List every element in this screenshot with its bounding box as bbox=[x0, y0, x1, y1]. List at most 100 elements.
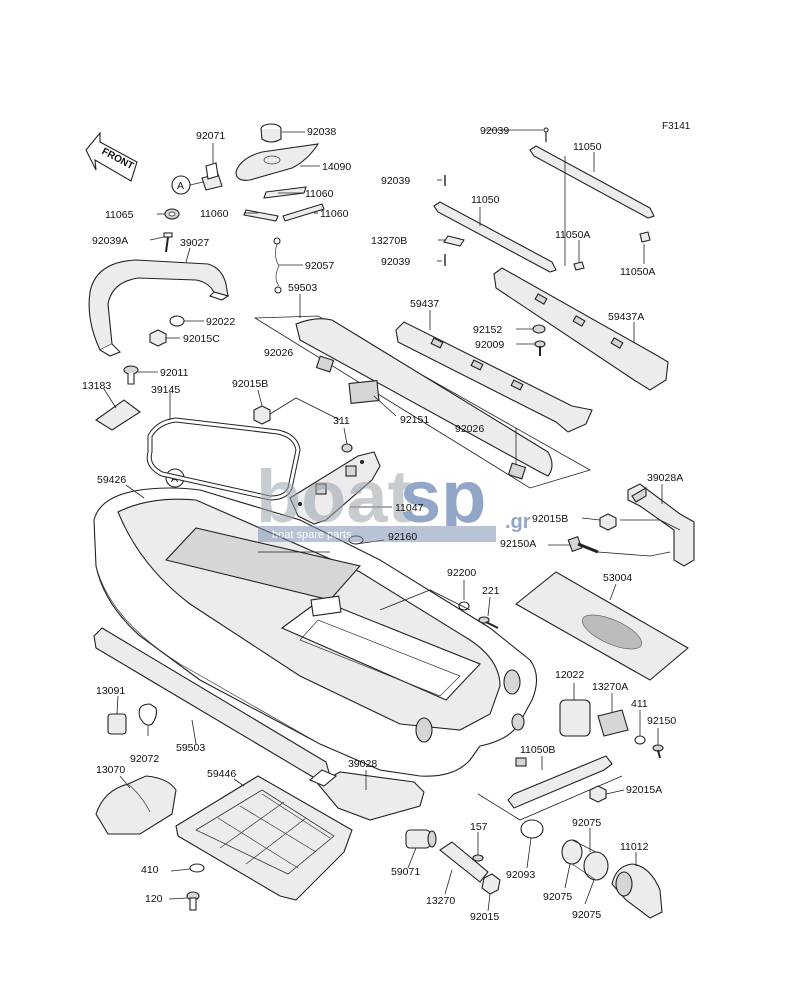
nut-part-92015a bbox=[589, 785, 607, 803]
bumper-part-39028 bbox=[308, 769, 425, 821]
part-label-120: 120 bbox=[145, 893, 163, 905]
clip-part-92072 bbox=[138, 703, 158, 726]
part-label-92071: 92071 bbox=[196, 130, 225, 142]
pin-part-a bbox=[163, 232, 173, 253]
part-label-59071: 59071 bbox=[391, 866, 420, 878]
washer-part-92022 bbox=[169, 315, 185, 327]
part-label-92038: 92038 bbox=[307, 126, 336, 138]
part-label-92072: 92072 bbox=[130, 753, 159, 765]
part-label-92009: 92009 bbox=[475, 339, 504, 351]
part-label-221: 221 bbox=[482, 585, 500, 597]
part-label-92026a: 92026 bbox=[264, 347, 293, 359]
part-label-59503a: 59503 bbox=[288, 282, 317, 294]
part-label-92057: 92057 bbox=[305, 260, 334, 272]
part-label-92075b: 92075 bbox=[543, 891, 572, 903]
part-label-59426: 59426 bbox=[97, 474, 126, 486]
part-label-53004: 53004 bbox=[603, 572, 632, 584]
cover-part bbox=[235, 143, 320, 181]
front-arrow-icon: FRONT bbox=[85, 131, 138, 182]
deck-panel-part bbox=[253, 315, 592, 489]
part-label-39028a: 39028A bbox=[647, 472, 683, 484]
washer-part-410 bbox=[189, 863, 205, 873]
strip-part-1 bbox=[263, 186, 307, 199]
part-label-92015c: 92015C bbox=[183, 333, 220, 345]
screw-part-221 bbox=[478, 616, 499, 629]
bracket-plate-part bbox=[289, 451, 381, 525]
part-label-157: 157 bbox=[470, 821, 488, 833]
bolt-part-92009 bbox=[534, 340, 546, 356]
part-label-11012: 11012 bbox=[620, 841, 649, 853]
bolt-part-92150a bbox=[567, 535, 599, 554]
part-label-13270b: 13270B bbox=[371, 235, 407, 247]
part-label-14090: 14090 bbox=[322, 161, 351, 173]
ref-circle-top: A bbox=[171, 175, 204, 195]
part-label-311: 311 bbox=[333, 415, 350, 427]
part-label-12022: 12022 bbox=[555, 669, 584, 681]
nozzle-part-11012 bbox=[611, 863, 663, 919]
part-label-11060a: 11060 bbox=[305, 188, 334, 200]
part-label-13070: 13070 bbox=[96, 764, 125, 776]
part-label-92150a: 92150A bbox=[500, 538, 536, 550]
watermark-brand-b: sp bbox=[400, 455, 486, 538]
strip-part-3 bbox=[282, 203, 325, 222]
nut-part-92015c bbox=[149, 329, 167, 347]
part-label-92093: 92093 bbox=[506, 869, 535, 881]
ring-part-92093 bbox=[520, 819, 544, 839]
part-311 bbox=[341, 443, 353, 453]
part-label-92075a: 92075 bbox=[572, 817, 601, 829]
part-label-92039b: 92039 bbox=[381, 175, 410, 187]
rail-part-upper bbox=[529, 127, 655, 219]
figure-code: F3141 bbox=[662, 121, 691, 132]
part-label-13091: 13091 bbox=[96, 685, 125, 697]
part-number-labels: 92071 92038 14090 11060 11060 11060 1106… bbox=[82, 125, 683, 923]
part-label-11050b: 11050 bbox=[471, 194, 500, 206]
part-label-13270: 13270 bbox=[426, 895, 455, 907]
part-label-92039c: 92039 bbox=[381, 256, 410, 268]
part-label-92150: 92150 bbox=[647, 715, 676, 727]
part-label-410: 410 bbox=[141, 864, 159, 876]
part-label-92200: 92200 bbox=[447, 567, 476, 579]
clip-part-11050a-right bbox=[639, 231, 651, 243]
plate-part-13270a bbox=[597, 709, 629, 737]
part-label-92015a: 92015A bbox=[626, 784, 662, 796]
cable-part bbox=[273, 237, 282, 294]
grommet-part bbox=[164, 208, 180, 220]
cap-part-13091 bbox=[107, 713, 127, 735]
knob-part bbox=[260, 123, 282, 143]
watermark-tagline: boat spare parts bbox=[272, 529, 352, 541]
bolt-part-120 bbox=[186, 891, 200, 911]
nozzle-cover-part bbox=[95, 775, 177, 835]
part-label-11065: 11065 bbox=[105, 209, 134, 221]
part-label-13183: 13183 bbox=[82, 380, 111, 392]
part-label-11050b: 11050B bbox=[520, 744, 555, 756]
grate-part-59446 bbox=[175, 775, 353, 901]
part-label-39028: 39028 bbox=[348, 758, 377, 770]
nut-part-92015b-right bbox=[599, 513, 617, 531]
part-label-92015: 92015 bbox=[470, 911, 499, 923]
screw-part-157 bbox=[472, 854, 484, 862]
fitting-part-59071 bbox=[405, 829, 437, 849]
watermark-tld: .gr bbox=[505, 511, 531, 533]
grommet-part-92152 bbox=[532, 324, 546, 334]
rail-part-11050b bbox=[477, 755, 623, 821]
nut-part-92015 bbox=[481, 873, 501, 895]
part-label-92039a: 92039A bbox=[92, 235, 128, 247]
part-label-92152: 92152 bbox=[473, 324, 502, 336]
strip-part-2 bbox=[243, 209, 279, 222]
leader-lines bbox=[103, 129, 663, 912]
part-label-11047: 11047 bbox=[395, 502, 424, 514]
part-label-59437: 59437 bbox=[410, 298, 439, 310]
part-label-13270a: 13270A bbox=[592, 681, 628, 693]
handle-bar-part bbox=[88, 259, 230, 357]
part-label-92022: 92022 bbox=[206, 316, 235, 328]
bracket-part-39028a bbox=[627, 483, 695, 567]
gasket-frame-part bbox=[146, 417, 301, 501]
part-label-39027: 39027 bbox=[180, 237, 209, 249]
part-label-411: 411 bbox=[631, 698, 648, 710]
plate-part-12022 bbox=[559, 699, 591, 737]
part-label-92015bb: 92015B bbox=[532, 513, 568, 525]
roller-part-92075 bbox=[561, 839, 609, 881]
part-label-92015ba: 92015B bbox=[232, 378, 268, 390]
strip-part-13270b bbox=[443, 235, 465, 247]
hull-part-59426 bbox=[93, 487, 538, 777]
